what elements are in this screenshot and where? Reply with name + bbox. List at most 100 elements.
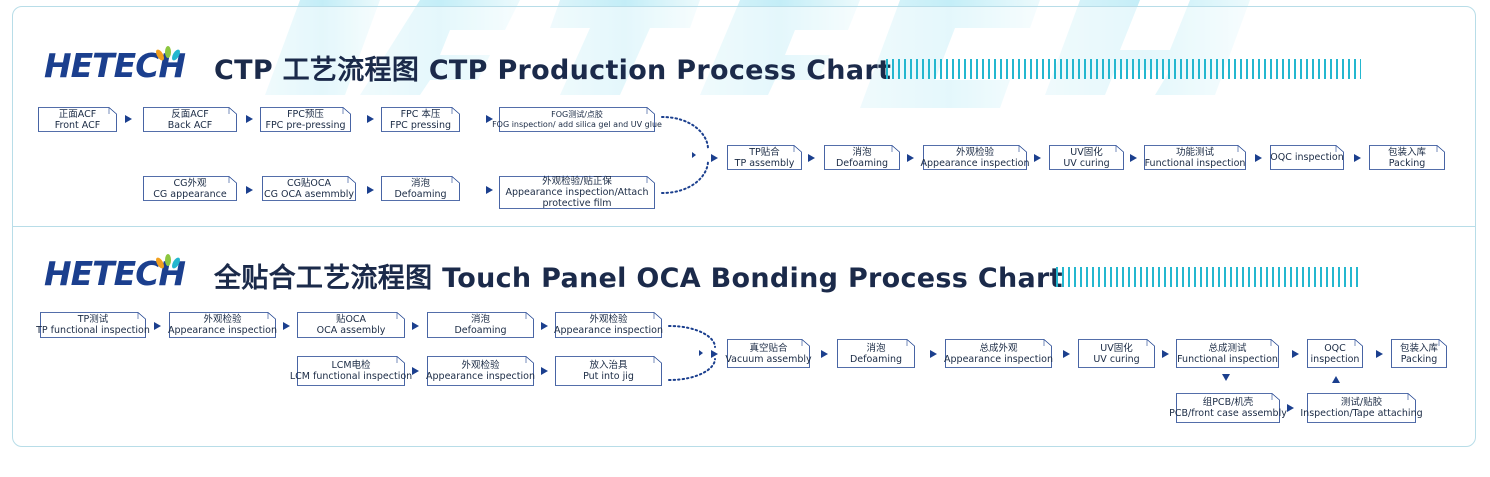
step-box (427, 312, 534, 338)
step-box (1078, 339, 1155, 368)
arrow-icon (711, 154, 718, 162)
step-label-en: Put into jig (583, 371, 634, 382)
step-box (727, 339, 810, 368)
step-box (40, 312, 146, 338)
step-label-en: UV curing (1093, 353, 1140, 365)
step-label-en: UV curing (1063, 157, 1110, 169)
step-label-zh: 外观检验 (955, 146, 994, 158)
step-label-zh: 功能测试 (1175, 146, 1214, 158)
arrow-icon (541, 367, 548, 375)
step-label-zh: 外观检验 (461, 360, 500, 371)
arrow-icon (541, 322, 548, 330)
step-box (297, 312, 405, 338)
step-box (499, 176, 655, 209)
arrow-icon (821, 350, 828, 358)
step-label-zh: 反面ACF (171, 108, 209, 120)
step-label-en: Functional inspection (1177, 353, 1278, 365)
step-label-en: TP assembly (734, 157, 795, 169)
arrow-icon (246, 186, 253, 194)
step-label-zh: CG外观 (173, 177, 207, 189)
step-box (1391, 339, 1447, 368)
step-label-zh: 消泡 (866, 342, 886, 354)
step-box (923, 145, 1027, 170)
step-box (1049, 145, 1124, 170)
step-label-en: Appearance inspection (168, 325, 277, 336)
arrow-icon (1162, 350, 1169, 358)
step-box (1369, 145, 1445, 170)
hetech-logo: HETECH (42, 44, 202, 84)
step-box (727, 145, 802, 170)
step-label-en: TP functional inspection (36, 325, 150, 336)
step-label-zh: 外观检验/贴正保 (542, 176, 612, 187)
step-label-en2: protective film (542, 198, 612, 209)
arrow-icon (486, 186, 493, 194)
step-label-en: Appearance inspection (920, 157, 1030, 169)
step-box (1176, 393, 1280, 423)
step-label-en: Inspection/Tape attaching (1300, 408, 1423, 419)
arrow-icon (711, 350, 718, 358)
step-label-en: Defoaming (454, 325, 507, 336)
step-label-zh: TP测试 (77, 314, 109, 325)
arrow-icon (125, 115, 132, 123)
step-label-en: OCA assembly (316, 325, 386, 336)
section-divider (13, 226, 1475, 227)
merge-dotted-arrow-icon (668, 325, 716, 381)
oca-chart-title: 全贴合工艺流程图 Touch Panel OCA Bonding Process… (214, 263, 1063, 294)
step-label-zh: CG贴OCA (286, 177, 332, 189)
arrow-icon (412, 367, 419, 375)
step-label-en: Appearance inspection (944, 353, 1053, 365)
step-label: OQC inspection (1270, 145, 1344, 170)
arrow-icon (154, 322, 161, 330)
step-box (555, 312, 662, 338)
step-label-en: CG appearance (153, 188, 227, 200)
step-box (1307, 393, 1416, 423)
step-label-en: inspection (1310, 353, 1360, 365)
step-label-zh: TP贴合 (749, 146, 780, 158)
arrow-icon (246, 115, 253, 123)
step-box (297, 356, 405, 386)
arrow-icon (1063, 350, 1070, 358)
arrow-icon (486, 115, 493, 123)
title-stripes (886, 59, 1361, 79)
arrow-icon (907, 154, 914, 162)
arrow-icon (1255, 154, 1262, 162)
step-label-en: Functional inspection (1144, 157, 1246, 169)
step-box (38, 107, 117, 132)
step-label-zh: FPC预压 (287, 108, 324, 120)
step-label-zh: 包装入库 (1399, 342, 1438, 354)
